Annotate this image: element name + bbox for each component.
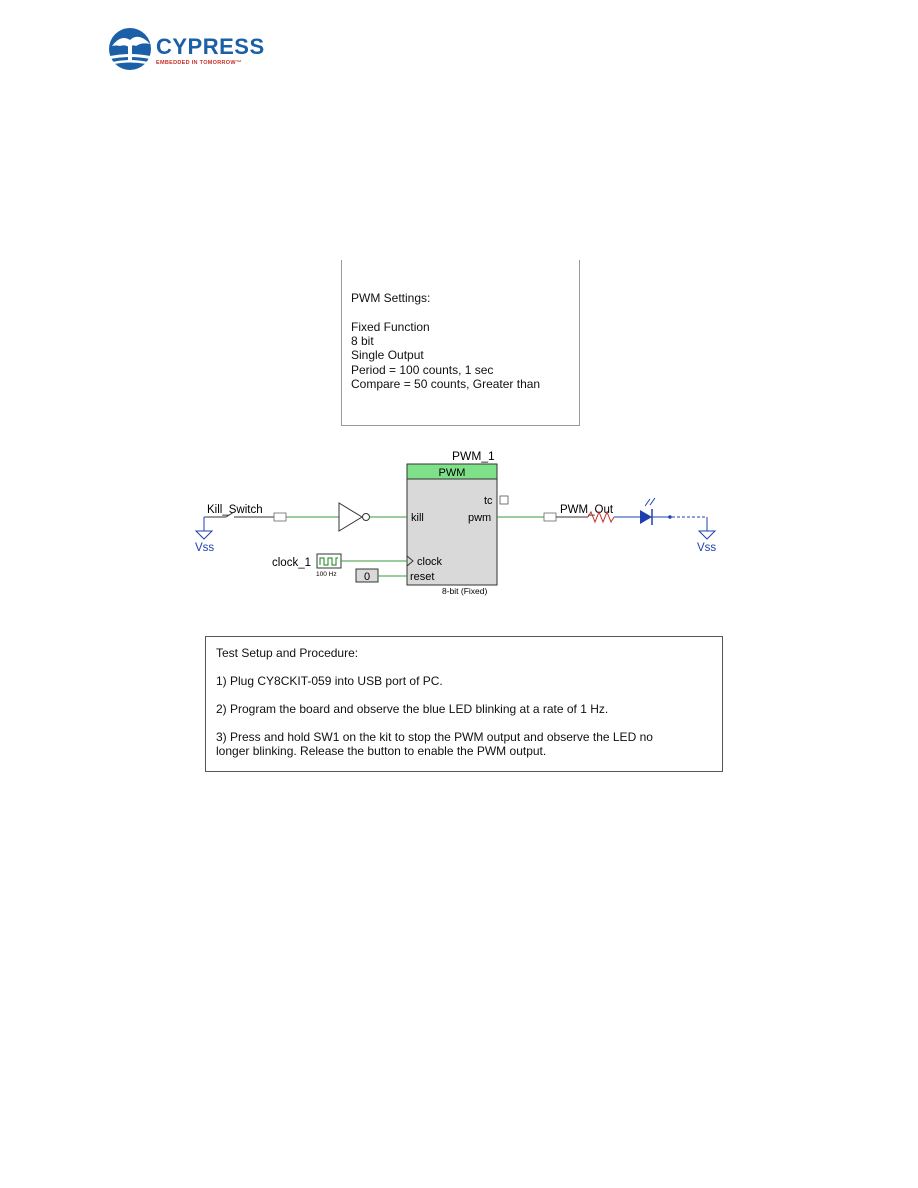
output-pin-name: PWM_Out bbox=[560, 504, 614, 516]
test-step: 3) Press and hold SW1 on the kit to stop… bbox=[216, 730, 653, 744]
settings-line: Fixed Function bbox=[351, 320, 430, 334]
pwm-component-body[interactable] bbox=[406, 463, 498, 586]
ground-icon bbox=[194, 530, 214, 540]
test-heading: Test Setup and Procedure: bbox=[216, 646, 359, 660]
pin-reset-label: reset bbox=[410, 571, 434, 583]
settings-line: Compare = 50 counts, Greater than bbox=[351, 377, 541, 391]
test-procedure-note: Test Setup and Procedure: 1) Plug CY8CKI… bbox=[205, 636, 723, 772]
clock-name: clock_1 bbox=[272, 557, 311, 569]
cypress-logo: CYPRESS EMBEDDED IN TOMORROW™ bbox=[106, 26, 264, 72]
pin-clock-label: clock bbox=[417, 556, 443, 568]
ground-right-label: Vss bbox=[697, 542, 716, 554]
logo-tagline: EMBEDDED IN TOMORROW™ bbox=[156, 60, 242, 66]
reset-constant-value: 0 bbox=[364, 571, 370, 583]
pin-kill-label: kill bbox=[411, 512, 424, 524]
test-step-continued: longer blinking. Release the button to e… bbox=[216, 744, 547, 758]
tc-terminal bbox=[499, 495, 509, 505]
pin-pwm-label: pwm bbox=[468, 512, 491, 524]
inverter-icon[interactable] bbox=[338, 502, 363, 532]
pwm-schematic: PWM_1 PWM 8-bit (Fixed) tc kill pwm cloc… bbox=[194, 449, 717, 596]
resistor-icon bbox=[587, 510, 615, 524]
instance-name: PWM_1 bbox=[452, 449, 495, 463]
settings-heading: PWM Settings: bbox=[351, 291, 431, 305]
clock-frequency: 100 Hz bbox=[316, 571, 337, 578]
pwm-component-header bbox=[406, 463, 498, 480]
settings-line: Single Output bbox=[351, 348, 424, 362]
tree-logo-icon bbox=[109, 28, 151, 70]
digital-input-pin-icon[interactable] bbox=[273, 512, 287, 522]
logo-wordmark: CYPRESS bbox=[156, 34, 265, 59]
ground-icon bbox=[697, 530, 717, 540]
led-icon bbox=[640, 510, 652, 524]
ground-left-label: Vss bbox=[195, 542, 214, 554]
component-footer: 8-bit (Fixed) bbox=[442, 586, 488, 596]
clock-edge-marker bbox=[406, 555, 414, 567]
input-pin-name: Kill_Switch bbox=[207, 504, 263, 516]
digital-output-pin-icon[interactable] bbox=[543, 512, 557, 522]
settings-line: Period = 100 counts, 1 sec bbox=[351, 363, 494, 377]
settings-line: 8 bit bbox=[351, 334, 374, 348]
pin-tc-label: tc bbox=[484, 495, 493, 507]
test-step: 2) Program the board and observe the blu… bbox=[216, 702, 609, 716]
test-step: 1) Plug CY8CKIT-059 into USB port of PC. bbox=[216, 674, 443, 688]
component-title: PWM bbox=[439, 467, 466, 479]
pwm-settings-note: PWM Settings: Fixed Function 8 bit Singl… bbox=[341, 260, 580, 426]
